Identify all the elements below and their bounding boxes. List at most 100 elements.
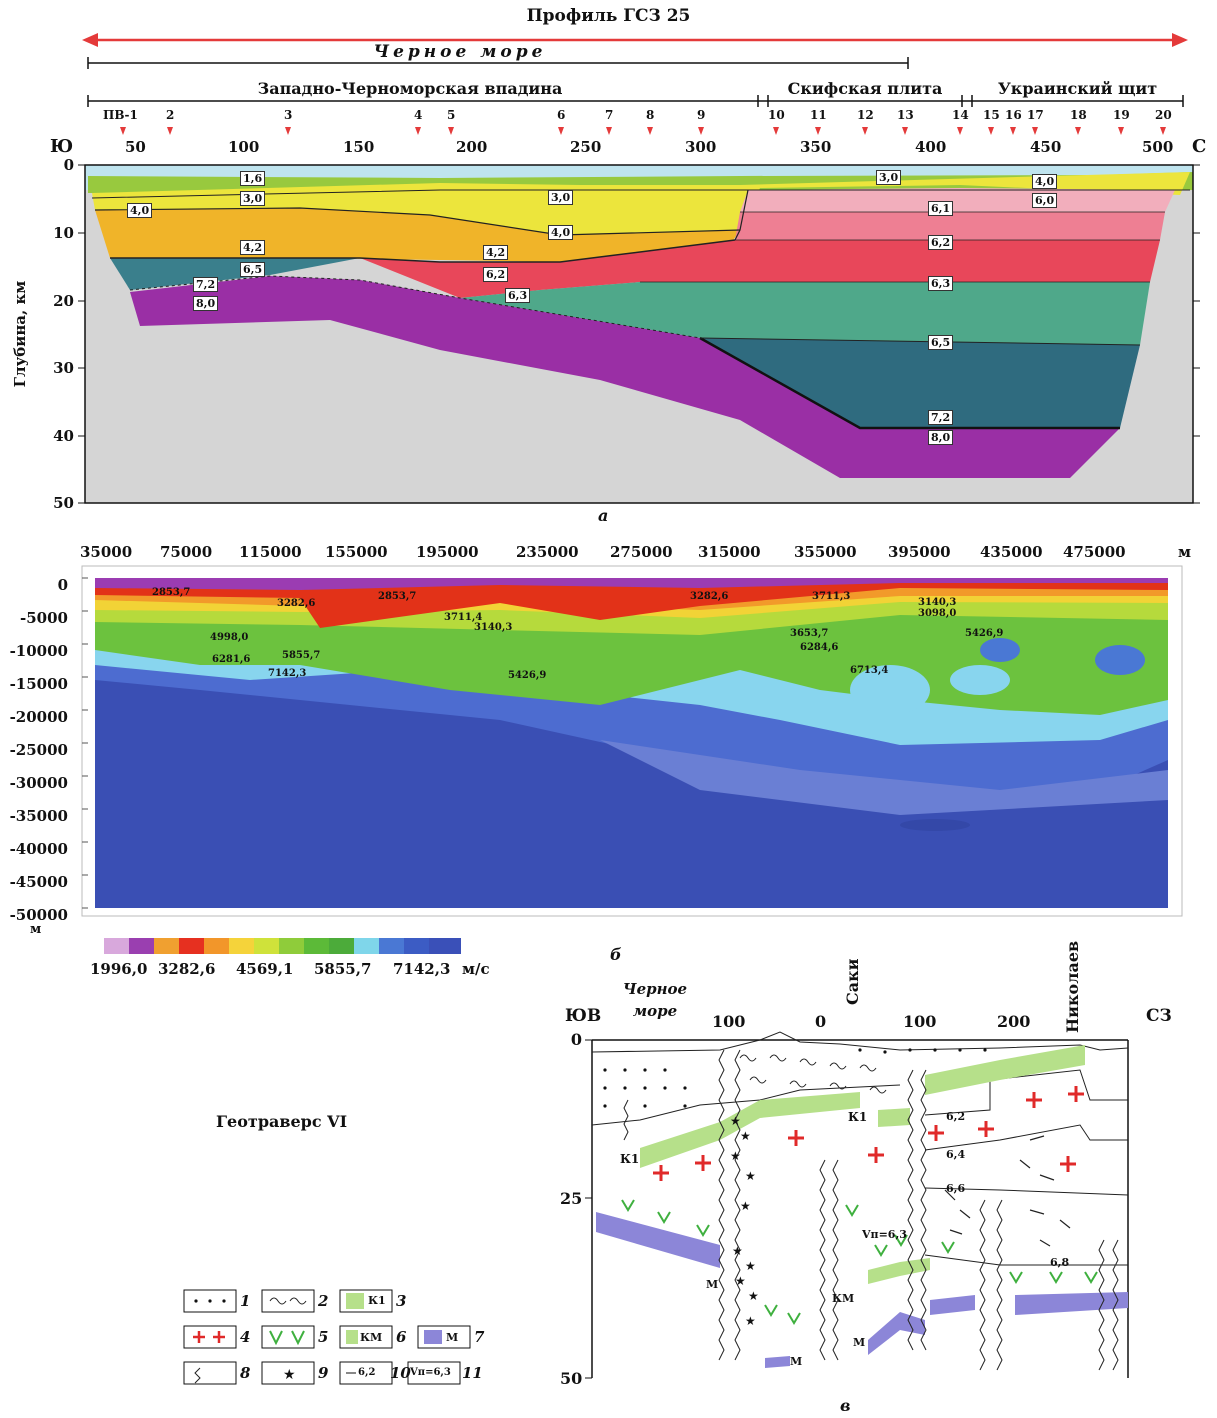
contour-label: 3711,3 — [812, 591, 851, 602]
profile-panel — [78, 33, 1200, 504]
place-nikolaev: Николаев — [1063, 940, 1082, 1033]
velocity-label: 4,2 — [240, 240, 266, 255]
geo-label: Vп=6,3 — [862, 1228, 907, 1241]
velocity-label: 6,3 — [505, 288, 531, 303]
y-tick: -25000 — [9, 741, 68, 759]
region-scythian-plate: Скифская плита — [787, 79, 943, 98]
sea-label: Черное море — [373, 42, 547, 62]
svg-text:★: ★ — [740, 1199, 751, 1213]
colorbar — [104, 938, 461, 954]
y-tick: -35000 — [9, 807, 68, 825]
contour-label: 4998,0 — [210, 632, 249, 643]
contour-label: 6284,6 — [800, 642, 839, 653]
y-tick: -20000 — [9, 708, 68, 726]
geo-y-tick: 0 — [570, 1030, 582, 1049]
contour-label: 5855,7 — [282, 650, 321, 661]
shotpoint-label: 16 — [1005, 108, 1022, 122]
geo-y-tick: 25 — [560, 1189, 583, 1208]
star-symbols: ★★ ★★ ★★ ★★ ★★ — [730, 1114, 759, 1328]
geo-label: М — [790, 1355, 803, 1368]
geotraverse-sea-label: Черное море — [622, 980, 688, 1020]
legend-number: 8 — [240, 1364, 251, 1382]
velocity-label: 6,3 — [928, 276, 954, 291]
velocity-label: 3,0 — [548, 190, 574, 205]
x-tick: 395000 — [888, 543, 951, 561]
x-tick: 300 — [685, 138, 717, 156]
legend-number: 10 — [390, 1364, 411, 1382]
y-unit: м — [30, 922, 42, 937]
basalt-symbols — [621, 1199, 1098, 1325]
shotpoint-label: 2 — [166, 108, 175, 122]
x-tick: 315000 — [698, 543, 761, 561]
x-tick: 450 — [1030, 138, 1062, 156]
svg-text:★: ★ — [745, 1314, 756, 1328]
svg-text:★: ★ — [740, 1129, 751, 1143]
contour-label: 2853,7 — [378, 591, 417, 602]
legend-number: 5 — [318, 1328, 329, 1346]
shotpoint-label: 4 — [414, 108, 423, 122]
contour-label: 3653,7 — [790, 628, 829, 639]
x-tick: 35000 — [80, 543, 133, 561]
shotpoint-label: ПВ-1 — [103, 108, 138, 122]
geo-label: М — [853, 1336, 866, 1349]
geotraverse-title: Геотраверс VI — [216, 1112, 348, 1131]
geo-x-tick: 200 — [997, 1012, 1031, 1031]
profile-title: Профиль ГСЗ 25 — [526, 6, 691, 26]
contour-label: 6281,6 — [212, 654, 251, 665]
svg-text:★: ★ — [735, 1274, 746, 1288]
contour-label: 5426,9 — [965, 628, 1004, 639]
profile-right-direction: С — [1192, 136, 1207, 157]
shotpoint-label: 10 — [768, 108, 785, 122]
geo-x-tick: 100 — [903, 1012, 937, 1031]
geo-label: 6,8 — [1050, 1256, 1070, 1269]
shotpoint-markers — [120, 127, 1166, 135]
velocity-label: 8,0 — [193, 296, 219, 311]
tomography-panel — [81, 565, 1183, 954]
contour-label: 3282,6 — [277, 598, 316, 609]
colorbar-tick: 4569,1 — [236, 960, 294, 978]
geo-label: М — [706, 1278, 719, 1291]
legend-number: 11 — [462, 1364, 483, 1382]
panel-letter-b: б — [610, 945, 622, 964]
x-tick: 150 — [343, 138, 375, 156]
velocity-label: 6,1 — [928, 201, 954, 216]
contour-label: 2853,7 — [152, 587, 191, 598]
legend-number: 6 — [396, 1328, 407, 1346]
legend-number: 9 — [318, 1364, 329, 1382]
x-tick: 435000 — [980, 543, 1043, 561]
x-tick: 400 — [915, 138, 947, 156]
x-tick: 235000 — [516, 543, 579, 561]
x-tick: 250 — [570, 138, 602, 156]
legend-number: 7 — [474, 1328, 485, 1346]
geotraverse-left-direction: ЮВ — [565, 1006, 602, 1026]
shotpoint-label: 7 — [605, 108, 614, 122]
y-tick: 0 — [57, 576, 68, 594]
panel-letter-a: а — [598, 506, 609, 525]
tomo-y-ticks: 0 -5000 -10000 -15000 -20000 -25000 -300… — [0, 569, 68, 932]
x-tick: 50 — [125, 138, 146, 156]
geo-label: КМ — [832, 1292, 855, 1305]
contour-label: 5426,9 — [508, 670, 547, 681]
y-tick: -5000 — [20, 609, 68, 627]
x-tick: 275000 — [610, 543, 673, 561]
colorbar-tick: 7142,3 — [393, 960, 451, 978]
x-tick: 475000 — [1063, 543, 1126, 561]
x-tick: 350 — [800, 138, 832, 156]
panel-letter-c: в — [840, 1396, 851, 1415]
geo-label: К1 — [620, 1152, 640, 1166]
x-tick: 195000 — [416, 543, 479, 561]
legend-boxes — [183, 1289, 471, 1385]
x-tick: 200 — [456, 138, 488, 156]
colorbar-tick: 5855,7 — [314, 960, 372, 978]
y-tick: 10 — [53, 224, 74, 242]
region-ukrainian-shield: Украинский щит — [997, 79, 1158, 98]
legend-text: К1 — [368, 1294, 386, 1307]
velocity-label: 6,5 — [240, 262, 266, 277]
colorbar-tick: 3282,6 — [158, 960, 216, 978]
shotpoint-label: 13 — [897, 108, 914, 122]
svg-text:★: ★ — [745, 1259, 756, 1273]
y-tick: -45000 — [9, 873, 68, 891]
shotpoint-label: 14 — [952, 108, 969, 122]
contour-label: 3282,6 — [690, 591, 729, 602]
